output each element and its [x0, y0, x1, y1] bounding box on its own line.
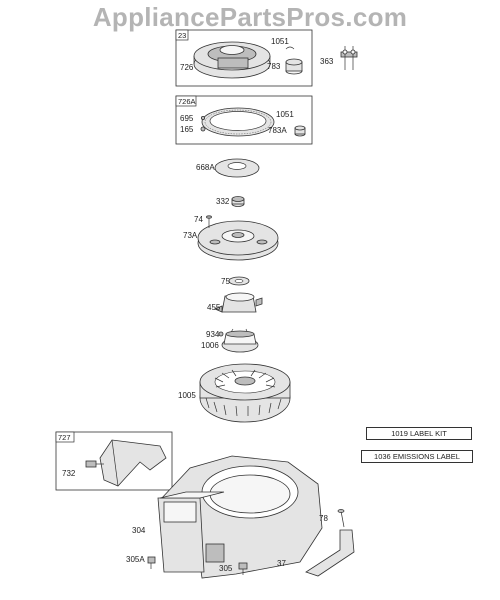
part-label-73A: 73A: [183, 231, 198, 240]
bolt-305[interactable]: [238, 562, 248, 575]
ring-gear[interactable]: [201, 107, 275, 137]
bolt-305A[interactable]: [147, 556, 156, 569]
group-727-frame: [55, 431, 173, 491]
part-label-783A: 783A: [268, 126, 287, 135]
plate-668A[interactable]: [214, 158, 260, 178]
starter-cup-73A[interactable]: [197, 220, 279, 261]
nut-783A[interactable]: [294, 125, 306, 137]
group-23-frame: [175, 29, 313, 87]
screw-695[interactable]: [200, 116, 205, 121]
emissions-label-note: 1036 EMISSIONS LABEL: [361, 450, 473, 463]
part-label-695: 695: [180, 114, 194, 123]
part-label-305: 305: [219, 564, 233, 573]
bolts-363[interactable]: [340, 46, 358, 70]
label-kit-note: 1019 LABEL KIT: [366, 427, 472, 440]
part-label-783: 783: [267, 62, 281, 71]
group-726A-tab: [175, 95, 197, 107]
group-727-label: 727: [58, 433, 71, 442]
group-23: 23 726 1051 783: [175, 29, 313, 87]
part-label-363: 363: [320, 57, 334, 66]
key-1051[interactable]: [285, 46, 295, 50]
part-label-75: 75: [221, 277, 230, 286]
nut-332[interactable]: [231, 196, 245, 207]
part-label-732: 732: [62, 469, 76, 478]
part-label-78: 78: [319, 514, 328, 523]
part-label-1005: 1005: [178, 391, 196, 400]
nut-783[interactable]: [285, 58, 303, 75]
screen-1006[interactable]: [221, 328, 259, 353]
part-label-726: 726: [180, 63, 194, 72]
bolt-732[interactable]: [85, 460, 104, 468]
group-727: 727 732: [55, 431, 173, 491]
part-label-305A: 305A: [126, 555, 145, 564]
bracket-455[interactable]: [213, 292, 263, 313]
blower-housing-304[interactable]: [157, 455, 323, 579]
screw-165[interactable]: [200, 126, 206, 132]
deflector[interactable]: [99, 439, 167, 487]
part-label-1051: 1051: [271, 37, 289, 46]
part-label-332: 332: [216, 197, 230, 206]
part-label-37: 37: [277, 559, 286, 568]
group-726A-label: 726A: [178, 97, 196, 106]
group-726A-frame: [175, 95, 313, 145]
group-726A: 726A 695 165 1051 783A: [175, 95, 313, 145]
group-23-label: 23: [178, 31, 186, 40]
fan-1005[interactable]: [199, 363, 291, 423]
screw-74[interactable]: [206, 215, 212, 228]
part-label-934: 934: [206, 330, 220, 339]
part-label-74: 74: [194, 215, 203, 224]
group-23-tab: [175, 29, 189, 41]
part-label-1051-b: 1051: [276, 110, 294, 119]
flywheel[interactable]: [193, 41, 271, 79]
group-727-tab: [55, 431, 75, 443]
watermark: AppliancePartsPros.com: [92, 2, 408, 32]
washer-75[interactable]: [228, 276, 250, 286]
screw-934[interactable]: [218, 331, 224, 337]
part-label-1006: 1006: [201, 341, 219, 350]
part-label-165: 165: [180, 125, 194, 134]
bracket-37[interactable]: [305, 529, 355, 577]
part-label-455: 455: [207, 303, 221, 312]
part-label-304: 304: [132, 526, 146, 535]
part-label-668A: 668A: [196, 163, 215, 172]
screw-78[interactable]: [337, 509, 345, 528]
